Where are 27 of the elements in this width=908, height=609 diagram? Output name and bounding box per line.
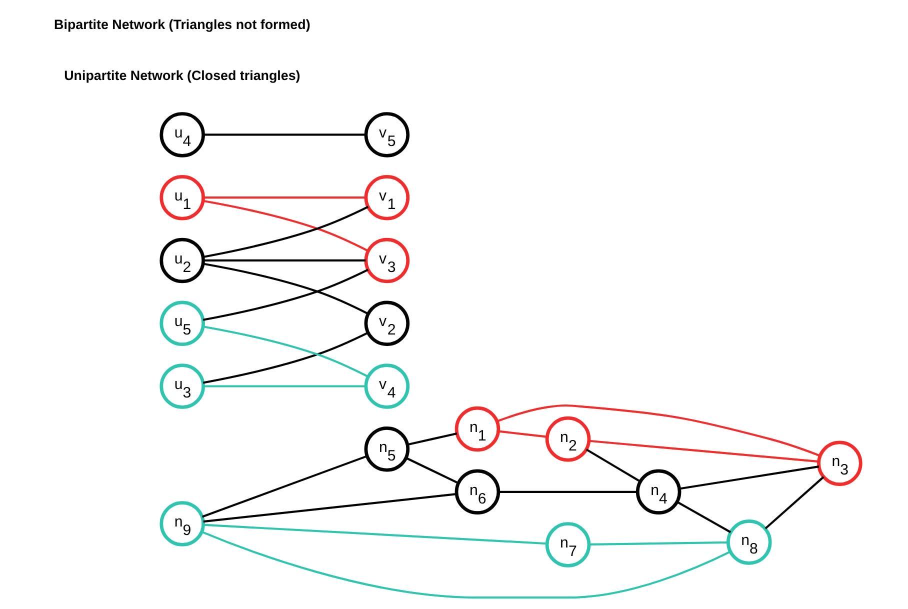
connector <box>202 200 369 252</box>
connector <box>203 134 366 136</box>
connector <box>764 476 824 530</box>
connector <box>588 440 819 463</box>
connector <box>203 385 366 388</box>
connector <box>203 524 548 545</box>
connector <box>589 541 728 546</box>
connector <box>676 501 732 534</box>
connector <box>203 196 366 199</box>
connector <box>203 259 366 262</box>
connector <box>498 430 548 438</box>
connector <box>498 490 638 493</box>
label: Unipartite Network (Closed triangles) <box>64 68 300 84</box>
connector <box>202 326 369 378</box>
connector <box>202 455 368 518</box>
connector <box>202 268 369 321</box>
connector <box>679 466 820 490</box>
connector <box>202 206 369 258</box>
connector <box>496 404 820 457</box>
connector <box>202 262 369 315</box>
label: Bipartite Network (Triangles not formed) <box>54 16 310 32</box>
connector <box>406 457 459 484</box>
connector <box>202 530 731 599</box>
connector <box>202 332 369 384</box>
connector <box>586 448 641 482</box>
connector <box>407 432 458 446</box>
connector <box>203 493 456 523</box>
